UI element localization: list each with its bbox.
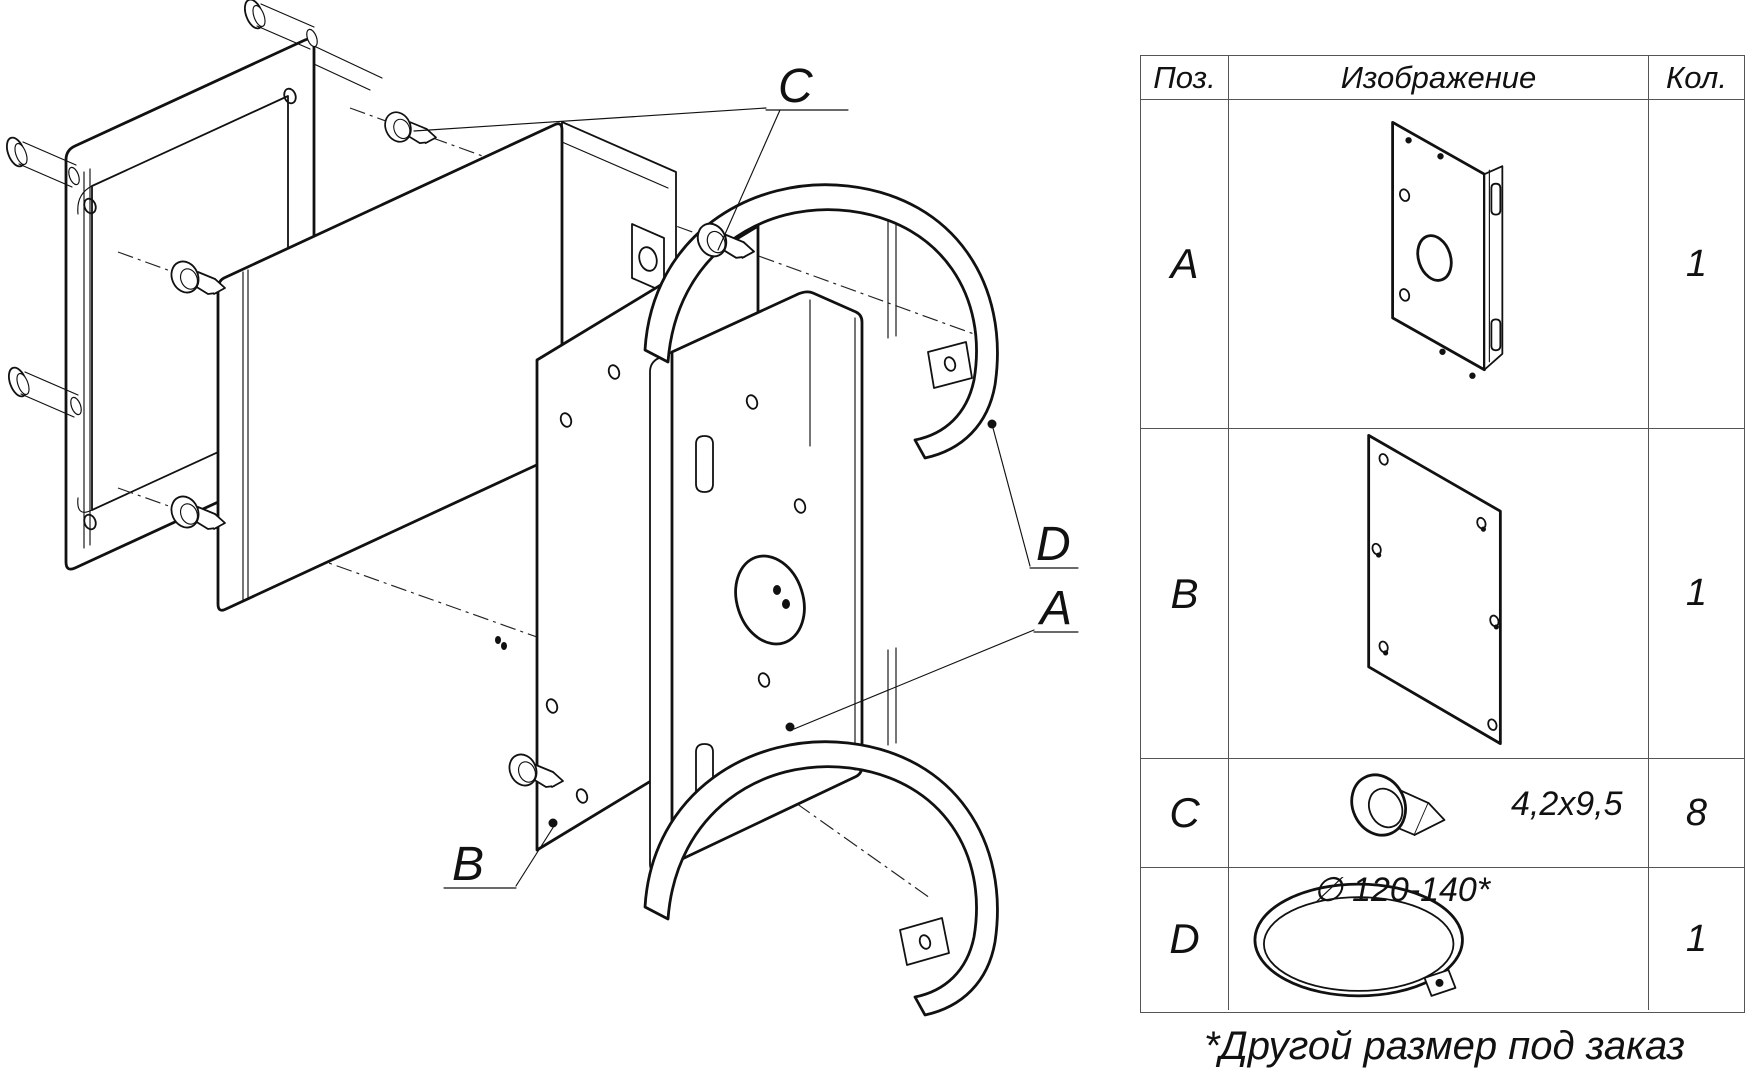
footnote: *Другой размер под заказ xyxy=(1203,1024,1686,1068)
row-c-qty: 8 xyxy=(1649,759,1744,868)
leader-dot-a xyxy=(785,722,795,732)
row-b-pos: B xyxy=(1141,429,1229,759)
screw-c xyxy=(379,107,437,147)
screw-size-note: 4,2x9,5 xyxy=(1511,785,1623,823)
row-b-image xyxy=(1229,429,1649,759)
row-d-pos: D xyxy=(1141,868,1229,1010)
row-b-qty: 1 xyxy=(1649,429,1744,759)
callout-c: C xyxy=(413,60,849,251)
leader-dot-b xyxy=(548,818,558,828)
callout-b: B xyxy=(443,825,555,891)
plate-icon xyxy=(1367,433,1502,745)
row-a-pos: A xyxy=(1141,100,1229,429)
screw-c xyxy=(165,491,226,533)
row-c-image: 4,2x9,5 xyxy=(1229,759,1649,868)
row-d-qty: 1 xyxy=(1685,917,1708,960)
row-c-pos: C xyxy=(1141,759,1229,868)
exploded-view-drawing: C D A B xyxy=(2,0,1079,1017)
hose-clamp-bottom xyxy=(643,647,999,1017)
label-a: A xyxy=(1037,582,1072,635)
label-b: B xyxy=(452,838,484,891)
row-d-image: ∅ 120-140* xyxy=(1229,868,1649,1010)
row-a-qty: 1 xyxy=(1649,100,1744,429)
lid-bolt xyxy=(240,0,321,50)
clamp-icon xyxy=(1253,882,1464,998)
col-header-image: Изображение xyxy=(1229,56,1649,100)
hose-clamp-top xyxy=(643,183,999,460)
bracket-icon xyxy=(1391,120,1504,379)
label-c: C xyxy=(778,60,813,113)
parts-table: Поз. Изображение Кол. A 1 B xyxy=(1140,55,1745,1013)
pole-bracket-a xyxy=(649,290,864,873)
clamp-diameter-note: ∅ 120-140* xyxy=(1313,871,1491,909)
leader-dot-d xyxy=(987,419,997,429)
col-header-qty: Кол. xyxy=(1649,56,1744,100)
label-d: D xyxy=(1036,518,1071,571)
lid-bolt xyxy=(2,134,83,188)
screw-icon xyxy=(1350,773,1446,837)
lid-bolt xyxy=(4,364,85,418)
callout-a: A xyxy=(793,582,1079,730)
col-header-pos: Поз. xyxy=(1141,56,1229,100)
row-a-image xyxy=(1229,100,1649,429)
screw-c xyxy=(165,256,226,298)
callout-d: D xyxy=(992,427,1079,571)
